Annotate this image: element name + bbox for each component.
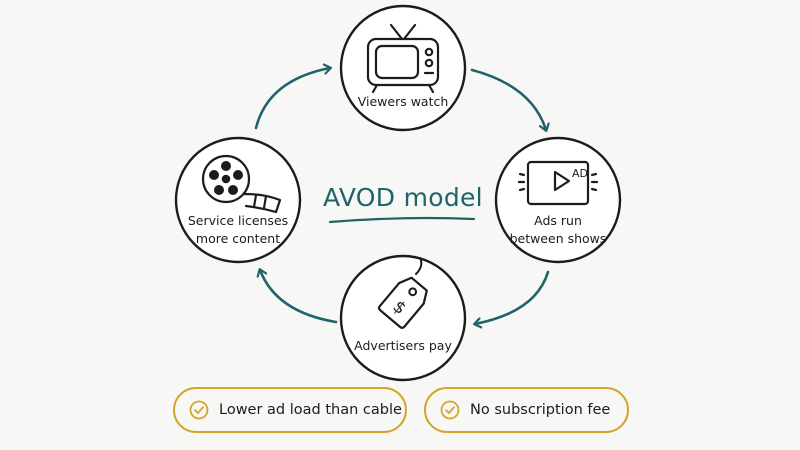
node-ads: AD Ads run between shows bbox=[494, 136, 622, 264]
arrow-advertisers-to-service bbox=[260, 270, 338, 324]
check-circle-icon bbox=[440, 400, 460, 420]
node-ads-label-line-2: between shows bbox=[510, 231, 607, 246]
arrow-ads-to-advertisers bbox=[475, 270, 550, 324]
node-ads-label-line-1: Ads run bbox=[534, 213, 582, 228]
benefit-pill-lower-ad-load: Lower ad load than cable bbox=[173, 387, 407, 433]
node-service-label-line-2: more content bbox=[196, 231, 280, 246]
node-viewers-label: Viewers watch bbox=[358, 94, 449, 109]
film-reel-icon bbox=[201, 154, 282, 214]
node-viewers: Viewers watch bbox=[339, 4, 467, 132]
benefit-pill-no-subscription: No subscription fee bbox=[424, 387, 629, 433]
check-circle-icon bbox=[189, 400, 209, 420]
benefit-text: Lower ad load than cable bbox=[219, 402, 402, 418]
video-ad-icon bbox=[517, 160, 599, 206]
ad-badge-text: AD bbox=[572, 167, 588, 180]
diagram-title: AVOD model bbox=[323, 183, 483, 212]
node-service-label-line-1: Service licenses bbox=[188, 213, 288, 228]
node-advertisers: $ Advertisers pay bbox=[339, 254, 467, 382]
arrow-viewers-to-ads bbox=[470, 68, 546, 130]
title-underline bbox=[328, 216, 476, 224]
node-service: Service licenses more content bbox=[174, 136, 302, 264]
node-advertisers-label: Advertisers pay bbox=[354, 338, 452, 353]
benefit-text: No subscription fee bbox=[470, 402, 611, 418]
tv-icon bbox=[366, 23, 440, 94]
arrow-service-to-viewers bbox=[254, 68, 330, 130]
tag-string bbox=[415, 257, 423, 275]
